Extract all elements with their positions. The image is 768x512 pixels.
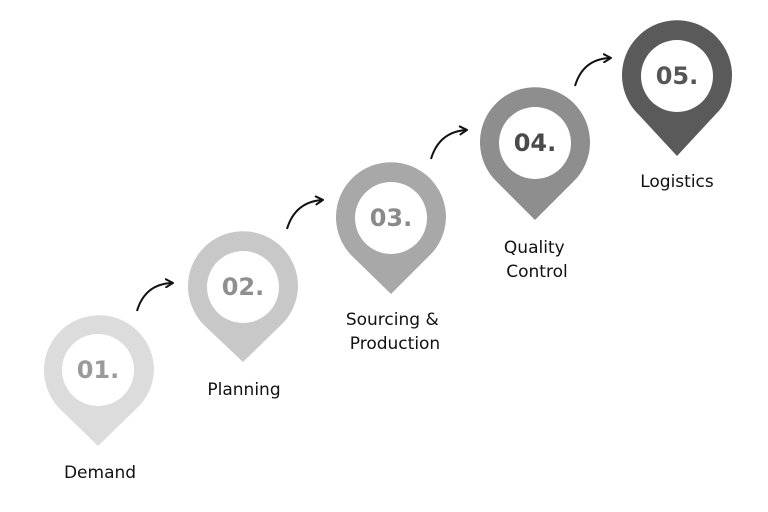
step-label: Demand	[64, 463, 136, 483]
step-number: 01.	[77, 356, 120, 384]
curved-arrow-icon	[286, 195, 324, 230]
step-number: 02.	[222, 273, 265, 301]
step-3: 03. Sourcing & Production	[336, 162, 447, 354]
step-label-line: Logistics	[640, 172, 714, 192]
step-label-line: Quality	[504, 238, 565, 258]
step-label-line: Planning	[207, 380, 280, 400]
connector-arrows	[136, 53, 612, 312]
step-4: 04. Quality Control	[480, 87, 591, 282]
step-2: 02. Planning	[188, 231, 299, 400]
step-5: 05. Logistics	[622, 20, 733, 192]
step-label-line: Production	[350, 334, 440, 354]
step-label: Planning	[207, 380, 280, 400]
step-label-line: Control	[506, 262, 567, 282]
step-label-line: Demand	[64, 463, 136, 483]
pin-inner-circle	[499, 107, 571, 179]
step-number: 05.	[656, 62, 699, 90]
step-number: 04.	[514, 129, 557, 157]
step-number: 03.	[370, 204, 413, 232]
curved-arrow-icon	[430, 125, 468, 160]
step-label: Logistics	[640, 172, 714, 192]
pin-inner-circle	[355, 182, 427, 254]
step-1: 01. Demand	[44, 315, 154, 483]
pin-inner-circle	[207, 251, 279, 323]
pin-inner-circle	[62, 334, 134, 406]
pin-inner-circle	[641, 40, 713, 112]
curved-arrow-icon	[574, 53, 612, 87]
step-label: Sourcing & Production	[346, 310, 444, 354]
step-label: Quality Control	[504, 238, 570, 282]
curved-arrow-icon	[136, 278, 174, 312]
step-label-line: Sourcing &	[346, 310, 439, 330]
